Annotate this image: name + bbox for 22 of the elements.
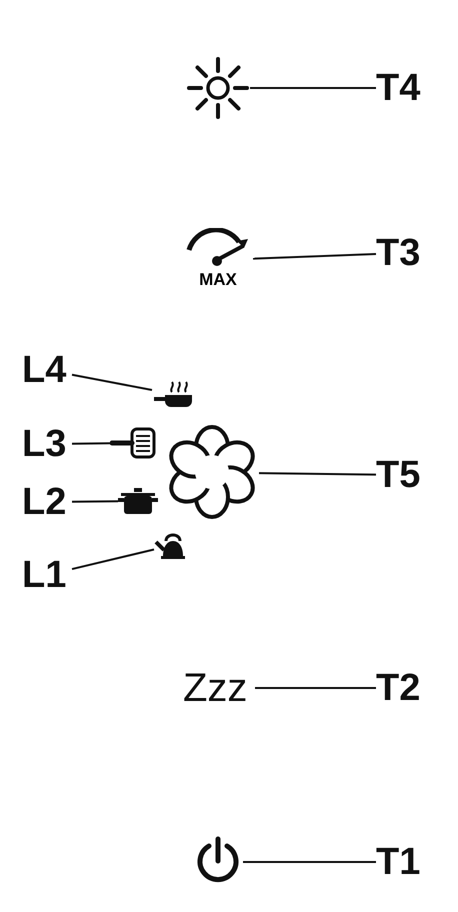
leader-line	[72, 374, 152, 391]
label-text: T1	[376, 842, 432, 882]
label-text: L1	[22, 555, 72, 595]
label-text: T2	[376, 668, 432, 708]
leader-line	[72, 500, 118, 503]
icon-caption: MAX	[198, 270, 238, 290]
sun-icon	[186, 56, 250, 120]
leader-line	[72, 442, 110, 445]
label-text: T5	[376, 455, 432, 495]
leader-line	[255, 687, 376, 689]
leader-line	[72, 548, 154, 570]
label-text: L2	[22, 482, 72, 522]
cooking-pot-icon	[118, 486, 158, 516]
leader-line	[243, 861, 376, 863]
label-text: T4	[376, 68, 432, 108]
sleep-symbol: Zzz	[183, 668, 255, 708]
leader-line	[250, 87, 376, 89]
label-text: L4	[22, 350, 72, 390]
label-text: T3	[376, 233, 432, 273]
label-text: L3	[22, 424, 72, 464]
leader-line	[258, 472, 376, 476]
leader-line	[252, 253, 376, 260]
